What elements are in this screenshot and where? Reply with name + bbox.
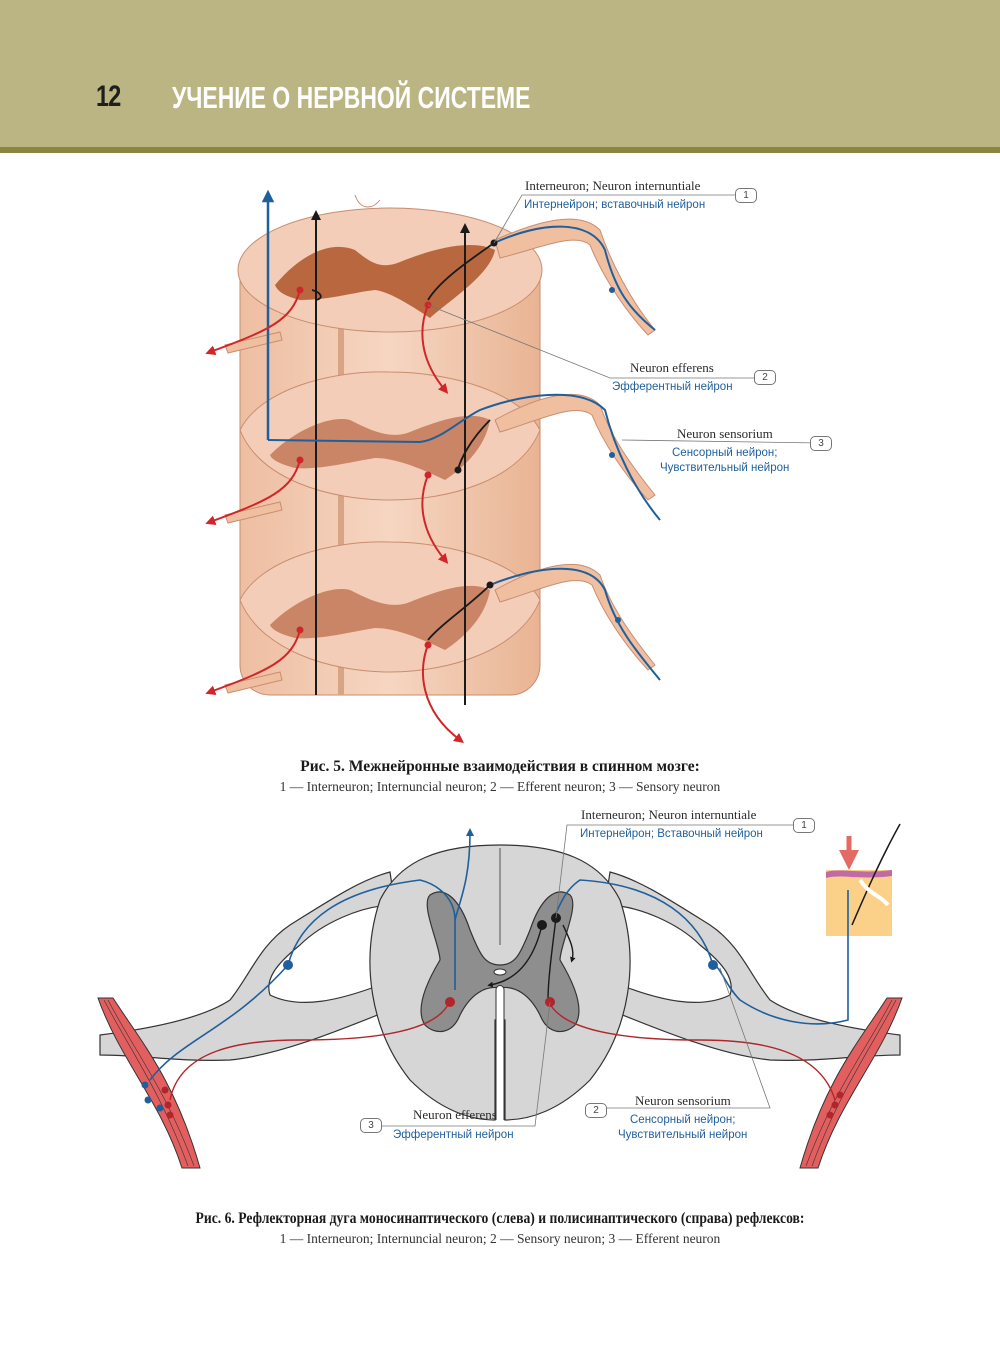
sensory-neuron-paths bbox=[267, 225, 661, 681]
figure-5-leader-lines bbox=[427, 194, 821, 444]
figure-6-illustration bbox=[97, 823, 903, 1169]
fig5-label-1-russian: Интернейрон; вставочный нейрон bbox=[524, 199, 706, 211]
figure-6-leader-lines bbox=[380, 824, 793, 1127]
fig5-label-1-latin: Interneuron; Neuron internuntiale bbox=[525, 178, 701, 193]
fig5-label-2-number: 2 bbox=[754, 370, 776, 385]
fig5-label-3-number: 3 bbox=[810, 436, 832, 451]
fig6-label-2-number: 2 bbox=[585, 1103, 607, 1118]
fig5-label-3-latin: Neuron sensorium bbox=[677, 426, 773, 441]
muscle-left bbox=[97, 997, 201, 1169]
interneuron-paths bbox=[487, 917, 576, 1001]
figure-5-caption-legend: 1 — Interneuron; Internuncial neuron; 2 … bbox=[279, 779, 721, 794]
cord-segment-top bbox=[237, 194, 543, 333]
figure-5-illustration bbox=[205, 189, 821, 744]
efferent-neurons bbox=[169, 999, 836, 1101]
figure-6-caption-title: Рис. 6. Рефлекторная дуга моносинаптичес… bbox=[195, 1210, 805, 1227]
neuron-cell-bodies bbox=[141, 913, 844, 1119]
fig5-label-2-russian: Эфферентный нейрон bbox=[612, 381, 733, 393]
figure-6-caption-legend: 1 — Interneuron; Internuncial neuron; 2 … bbox=[279, 1231, 721, 1246]
fig5-label-3-russian-line2: Чувствительный нейрон bbox=[660, 462, 790, 474]
fig5-label-2-latin: Neuron efferens bbox=[630, 360, 714, 375]
chapter-title: УЧЕНИЕ О НЕРВНОЙ СИСТЕМЕ bbox=[172, 80, 531, 115]
skin-receptor bbox=[826, 823, 901, 936]
muscle-right bbox=[799, 997, 903, 1169]
fig6-label-3-latin: Neuron efferens bbox=[413, 1107, 497, 1122]
sensory-neuron-left bbox=[149, 828, 474, 1081]
header-rule bbox=[0, 147, 1000, 153]
fig5-label-1-number: 1 bbox=[735, 188, 757, 203]
spinal-nerve-roots bbox=[99, 871, 901, 1061]
fig5-label-3-russian-line1: Сенсорный нейрон; bbox=[672, 447, 778, 459]
fig6-label-3-number: 3 bbox=[360, 1118, 382, 1133]
fig6-label-3-russian: Эфферентный нейрон bbox=[393, 1129, 514, 1141]
efferent-neuron-paths bbox=[205, 289, 464, 744]
fig6-label-1-russian: Интернейрон; Вставочный нейрон bbox=[580, 828, 763, 840]
central-canal bbox=[493, 968, 507, 976]
fig6-label-2-russian-line2: Чувствительный нейрон bbox=[618, 1129, 748, 1141]
fig6-label-2-latin: Neuron sensorium bbox=[635, 1093, 731, 1108]
figure-5-caption-title: Рис. 5. Межнейронные взаимодействия в сп… bbox=[300, 758, 700, 775]
fig6-label-1-latin: Interneuron; Neuron internuntiale bbox=[581, 807, 757, 822]
chapter-header bbox=[0, 0, 1000, 147]
ventral-median-fissure bbox=[495, 985, 505, 1120]
fig6-label-1-number: 1 bbox=[793, 818, 815, 833]
fig6-label-2-russian-line1: Сенсорный нейрон; bbox=[630, 1114, 736, 1126]
page-number: 12 bbox=[96, 80, 121, 113]
